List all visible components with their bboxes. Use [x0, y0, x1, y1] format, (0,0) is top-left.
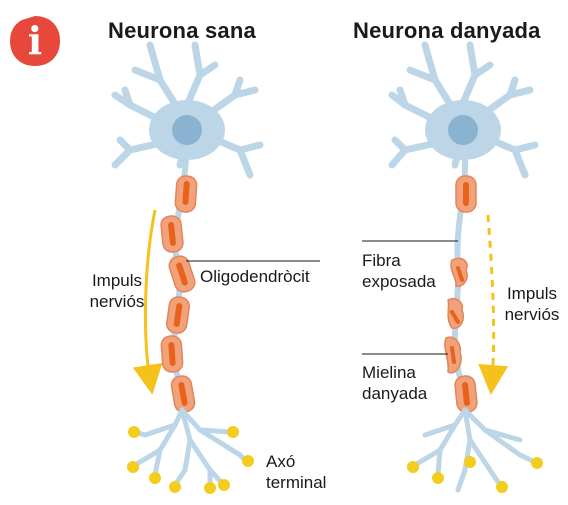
damaged-myelin-sheaths — [445, 176, 478, 413]
healthy-neuron-title: Neurona sana — [108, 18, 256, 44]
damaged-impulse-arrow — [488, 215, 494, 380]
info-icon: i — [8, 14, 62, 68]
damaged-neuron-title: Neurona danyada — [353, 18, 541, 44]
healthy-nucleus — [172, 115, 202, 145]
damaged-nucleus — [448, 115, 478, 145]
damaged-myelin-label: Mielina danyada — [362, 362, 427, 404]
damaged-impulse-label: Impuls nerviós — [500, 283, 564, 325]
healthy-impulse-label: Impuls nerviós — [86, 270, 148, 312]
oligodendrocyte-label: Oligodendròcit — [200, 266, 310, 287]
damaged-terminal-buttons — [407, 456, 543, 493]
exposed-fiber-label: Fibra exposada — [362, 250, 436, 292]
axon-terminal-label: Axó terminal — [266, 451, 326, 493]
info-glyph: i — [8, 18, 62, 64]
